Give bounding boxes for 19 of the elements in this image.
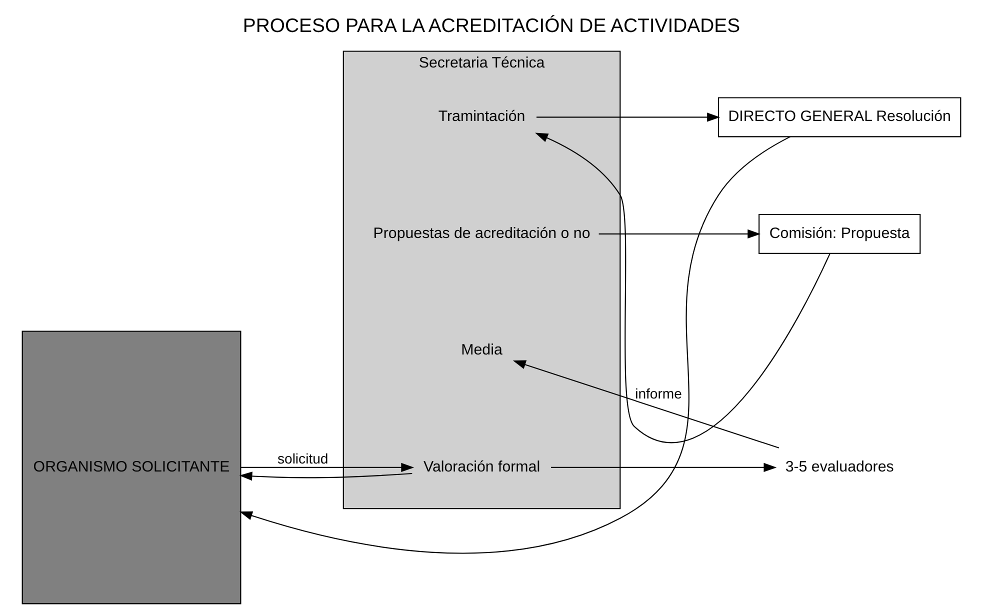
edge-label: informe [635, 386, 682, 402]
node-box: ORGANISMO SOLICITANTE [22, 330, 242, 604]
arrow [551, 462, 777, 472]
arrow [536, 112, 720, 122]
node-text: Valoración formal [423, 458, 540, 476]
node-text: 3-5 evaluadores [785, 458, 894, 476]
node-box: Comisión: Propuesta [758, 214, 921, 254]
arrow [598, 229, 761, 238]
node-box: DIRECTO GENERAL Resolución [718, 97, 962, 138]
arrow [239, 136, 791, 554]
edge-label: solicitud [277, 450, 328, 467]
diagram-title: PROCESO PARA LA ACREDITACIÓN DE ACTIVIDADES [242, 15, 740, 38]
arrow [239, 472, 412, 481]
node-text: Media [461, 342, 502, 359]
node-text: Tramintación [438, 108, 526, 126]
node-text: Propuestas de acreditación o no [373, 224, 590, 242]
arrow [512, 360, 780, 448]
arrow [240, 462, 414, 472]
arrow [535, 132, 830, 443]
